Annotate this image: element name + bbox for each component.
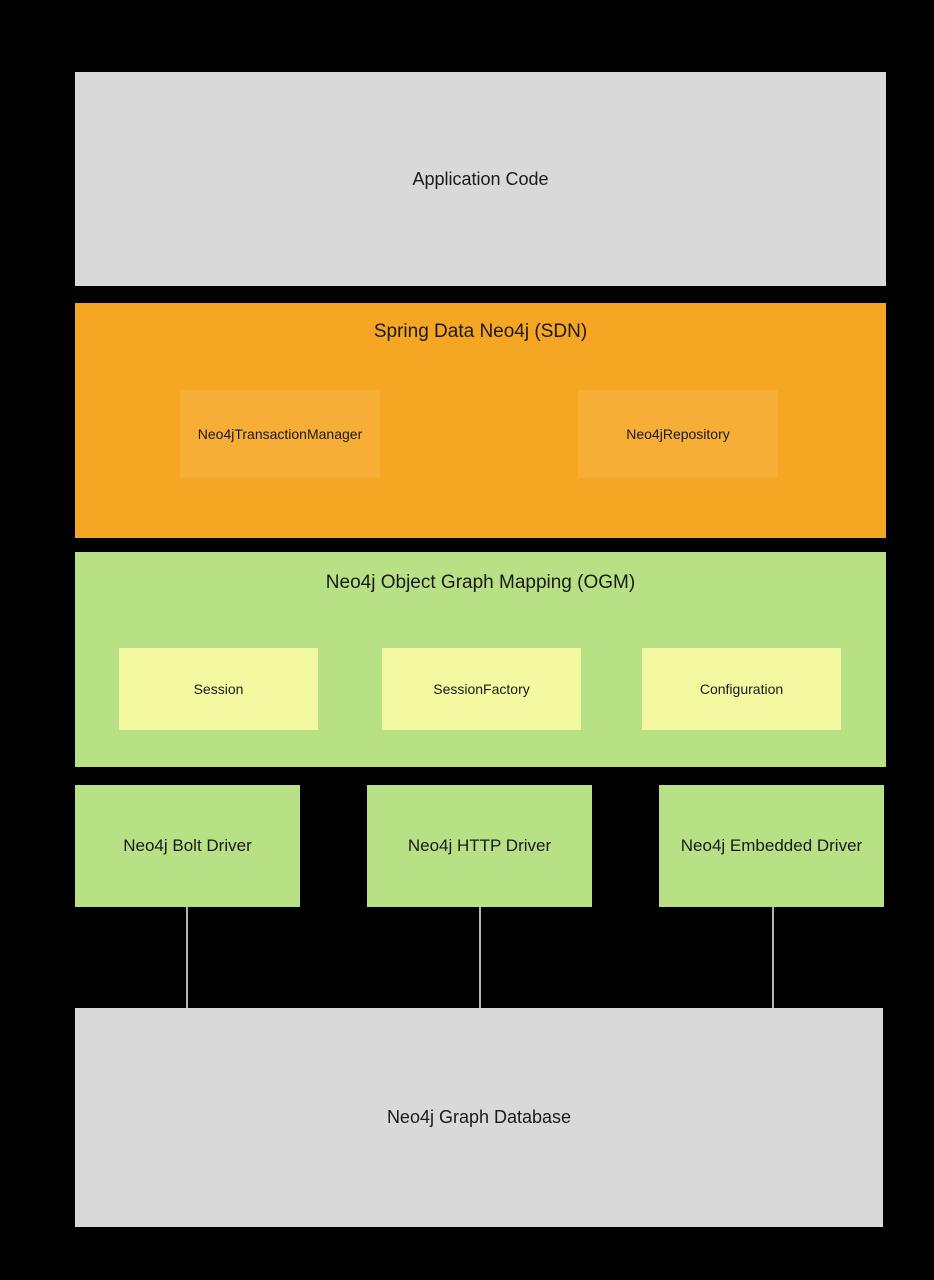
layer-neo4j-ogm[interactable]: Neo4j Object Graph Mapping (OGM) Session… — [75, 552, 886, 767]
component-neo4j-repository[interactable]: Neo4jRepository — [578, 390, 778, 478]
connector-embedded-to-database — [772, 907, 774, 1008]
component-session-label: Session — [193, 681, 244, 697]
component-neo4j-transaction-manager-label: Neo4jTransactionManager — [197, 426, 363, 442]
layer-neo4j-graph-database-label: Neo4j Graph Database — [386, 1107, 572, 1127]
layer-spring-data-neo4j-title: Spring Data Neo4j (SDN) — [373, 321, 588, 342]
connector-bolt-to-database — [186, 907, 188, 1008]
component-session[interactable]: Session — [119, 648, 318, 730]
component-session-factory[interactable]: SessionFactory — [382, 648, 581, 730]
layer-neo4j-ogm-title: Neo4j Object Graph Mapping (OGM) — [325, 572, 636, 593]
connector-http-to-database — [479, 907, 481, 1008]
component-configuration[interactable]: Configuration — [642, 648, 841, 730]
driver-neo4j-http[interactable]: Neo4j HTTP Driver — [367, 785, 592, 907]
component-session-factory-label: SessionFactory — [433, 681, 530, 697]
component-configuration-label: Configuration — [699, 681, 784, 697]
component-neo4j-transaction-manager[interactable]: Neo4jTransactionManager — [180, 390, 380, 478]
layer-application-code[interactable]: Application Code — [75, 72, 886, 286]
driver-neo4j-embedded[interactable]: Neo4j Embedded Driver — [659, 785, 884, 907]
layer-spring-data-neo4j[interactable]: Spring Data Neo4j (SDN) Neo4jTransaction… — [75, 303, 886, 538]
driver-neo4j-http-label: Neo4j HTTP Driver — [407, 836, 552, 855]
driver-neo4j-bolt[interactable]: Neo4j Bolt Driver — [75, 785, 300, 907]
component-neo4j-repository-label: Neo4jRepository — [626, 426, 730, 442]
driver-neo4j-bolt-label: Neo4j Bolt Driver — [123, 836, 252, 855]
layer-neo4j-graph-database[interactable]: Neo4j Graph Database — [75, 1008, 883, 1227]
driver-neo4j-embedded-label: Neo4j Embedded Driver — [680, 836, 863, 855]
layer-application-code-label: Application Code — [412, 168, 549, 189]
